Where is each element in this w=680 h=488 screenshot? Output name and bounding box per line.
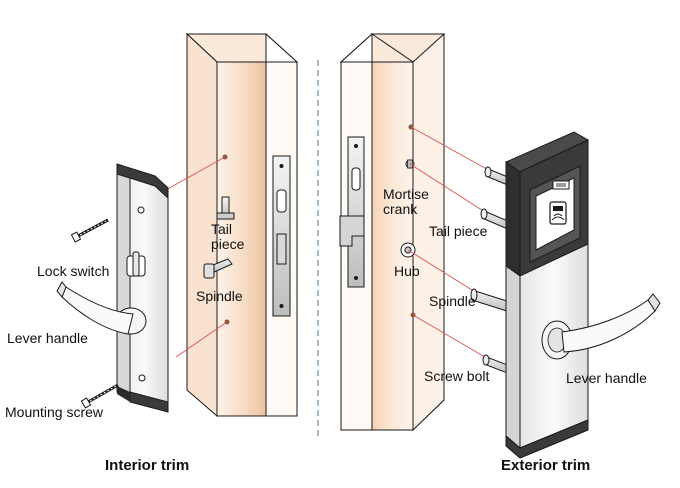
guide-lines-left	[163, 156, 228, 358]
label-tail-piece-right: Tail piece	[429, 223, 488, 239]
rfid-card-icon	[549, 201, 567, 225]
door-left	[185, 32, 299, 418]
card-slot-icon	[552, 180, 570, 190]
tail-piece-left	[216, 196, 235, 220]
mounting-screw-top	[70, 218, 109, 243]
label-hub: Hub	[394, 263, 420, 279]
caption-exterior-trim: Exterior trim	[501, 457, 591, 474]
label-spindle-left: Spindle	[196, 288, 243, 304]
label-screw-bolt: Screw bolt	[424, 368, 490, 384]
label-spindle-right: Spindle	[429, 293, 476, 309]
guide-lines-right	[407, 126, 493, 361]
lever-handle-left	[56, 281, 147, 335]
lock-switch	[126, 251, 146, 277]
label-tail-piece-left: Tail piece	[211, 221, 245, 252]
label-mounting-screw: Mounting screw	[5, 404, 104, 420]
mortise-faceplate-right	[339, 136, 365, 288]
label-lock-switch: Lock switch	[37, 263, 110, 279]
mortise-faceplate-left	[272, 155, 291, 317]
label-lever-handle-right: Lever handle	[566, 370, 647, 386]
interior-trim	[116, 163, 169, 413]
label-mortise-crank: Mortise crank	[383, 186, 429, 217]
label-lever-handle-left: Lever handle	[7, 330, 88, 346]
lever-handle-right	[541, 293, 661, 360]
caption-interior-trim: Interior trim	[105, 457, 190, 474]
spindle-left	[203, 258, 233, 279]
exterior-trim	[470, 131, 590, 459]
mounting-screw-bottom	[80, 383, 119, 409]
